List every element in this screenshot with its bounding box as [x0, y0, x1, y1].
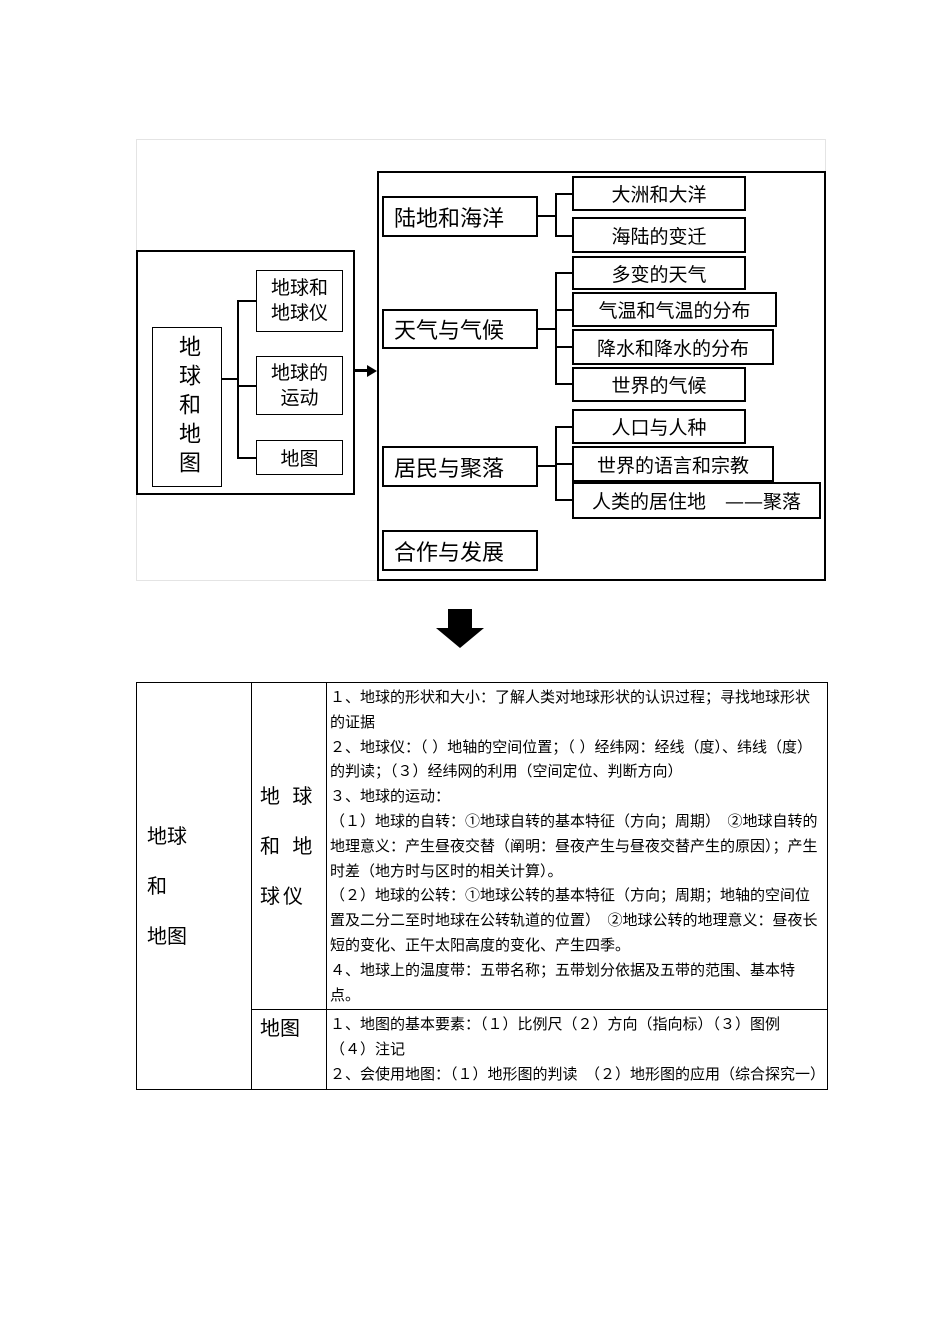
connector	[555, 309, 573, 311]
unit-text: 和	[147, 873, 167, 898]
left-group-box	[136, 250, 355, 495]
connector	[237, 457, 257, 459]
content-line: ２、会使用地图：（１）地形图的判读 （２）地形图的应用（综合探究一）	[330, 1064, 826, 1083]
connector	[555, 235, 573, 237]
topic-node: 人口与人种	[572, 409, 746, 444]
connector	[555, 272, 573, 274]
table-row: 地球 和 地图 地 球 和 地 球仪 １、地球的形状和大小：了解人类对地球形状的…	[136, 681, 828, 1090]
unit-cell: 地球 和 地图	[136, 682, 252, 1090]
left-item: 地球的运动	[256, 356, 343, 415]
topic-node: 人类的居住地 ——聚落	[572, 482, 821, 519]
connector	[555, 499, 573, 501]
connector	[555, 193, 557, 236]
arrow-head-icon	[367, 365, 377, 377]
category-node: 居民与聚落	[382, 446, 538, 487]
root-node: 地球和地图	[152, 327, 222, 487]
category-node: 天气与气候	[382, 309, 538, 349]
connector	[222, 378, 238, 380]
connector	[555, 272, 557, 385]
content-cell: １、地图的基本要素：（１）比例尺（２）方向（指向标）（３）图例 （４）注记 ２、…	[326, 1009, 828, 1090]
connector	[555, 193, 573, 195]
content-line: １、地球的形状和大小：了解人类对地球形状的认识过程；寻找地球形状的证据	[330, 688, 811, 731]
unit-text: 地球	[147, 823, 187, 848]
topic-node: 多变的天气	[572, 256, 746, 290]
outline-table: 地球 和 地图 地 球 和 地 球仪 １、地球的形状和大小：了解人类对地球形状的…	[136, 681, 828, 1090]
topic-cell: 地图	[251, 1009, 327, 1090]
topic-node: 世界的语言和宗教	[572, 446, 774, 482]
topic-node: 降水和降水的分布	[572, 329, 774, 365]
down-arrow-icon	[448, 609, 472, 629]
connector	[237, 300, 257, 302]
content-line: （２）地球的公转：①地球公转的基本特征（方向；周期；地轴的空间位置及二分二至时地…	[330, 886, 818, 954]
connector	[237, 385, 257, 387]
unit-text: 地图	[147, 923, 187, 948]
category-node: 陆地和海洋	[382, 196, 538, 237]
content-line: （１）地球的自转：①地球自转的基本特征（方向；周期） ②地球自转的地理意义：产生…	[330, 811, 818, 880]
connector	[237, 300, 239, 458]
content-line: ２、地球仪：（ ）地轴的空间位置；（ ）经纬网：经线（度）、纬线（度）的判读；（…	[330, 737, 813, 781]
connector	[555, 426, 573, 428]
category-node: 合作与发展	[382, 530, 538, 571]
connector	[538, 465, 556, 467]
left-item: 地球和地球仪	[256, 270, 343, 332]
content-line: ３、地球的运动：	[330, 787, 451, 806]
content-line: ４、地球上的温度带：五带名称；五带划分依据及五带的范围、基本特点。	[330, 960, 796, 1004]
root-label: 地球和地图	[175, 334, 200, 480]
topic-node: 大洲和大洋	[572, 176, 746, 211]
table-row: 地图 １、地图的基本要素：（１）比例尺（２）方向（指向标）（３）图例 （４）注记…	[137, 1009, 828, 1090]
connector	[555, 346, 573, 348]
right-group-box	[377, 171, 826, 581]
connector	[555, 463, 573, 465]
topic-node: 世界的气候	[572, 367, 746, 402]
left-item: 地图	[256, 440, 343, 475]
connector	[538, 328, 556, 330]
connector	[538, 215, 556, 217]
topic-node: 气温和气温的分布	[572, 292, 777, 327]
connector	[555, 383, 573, 385]
topic-cell: 地 球 和 地 球仪	[251, 681, 327, 1011]
content-cell: １、地球的形状和大小：了解人类对地球形状的认识过程；寻找地球形状的证据 ２、地球…	[326, 681, 828, 1011]
topic-node: 海陆的变迁	[572, 217, 746, 253]
down-arrow-head-icon	[436, 628, 484, 648]
content-line: １、地图的基本要素：（１）比例尺（２）方向（指向标）（３）图例 （４）注记	[330, 1015, 796, 1059]
arrow-icon	[355, 369, 369, 372]
